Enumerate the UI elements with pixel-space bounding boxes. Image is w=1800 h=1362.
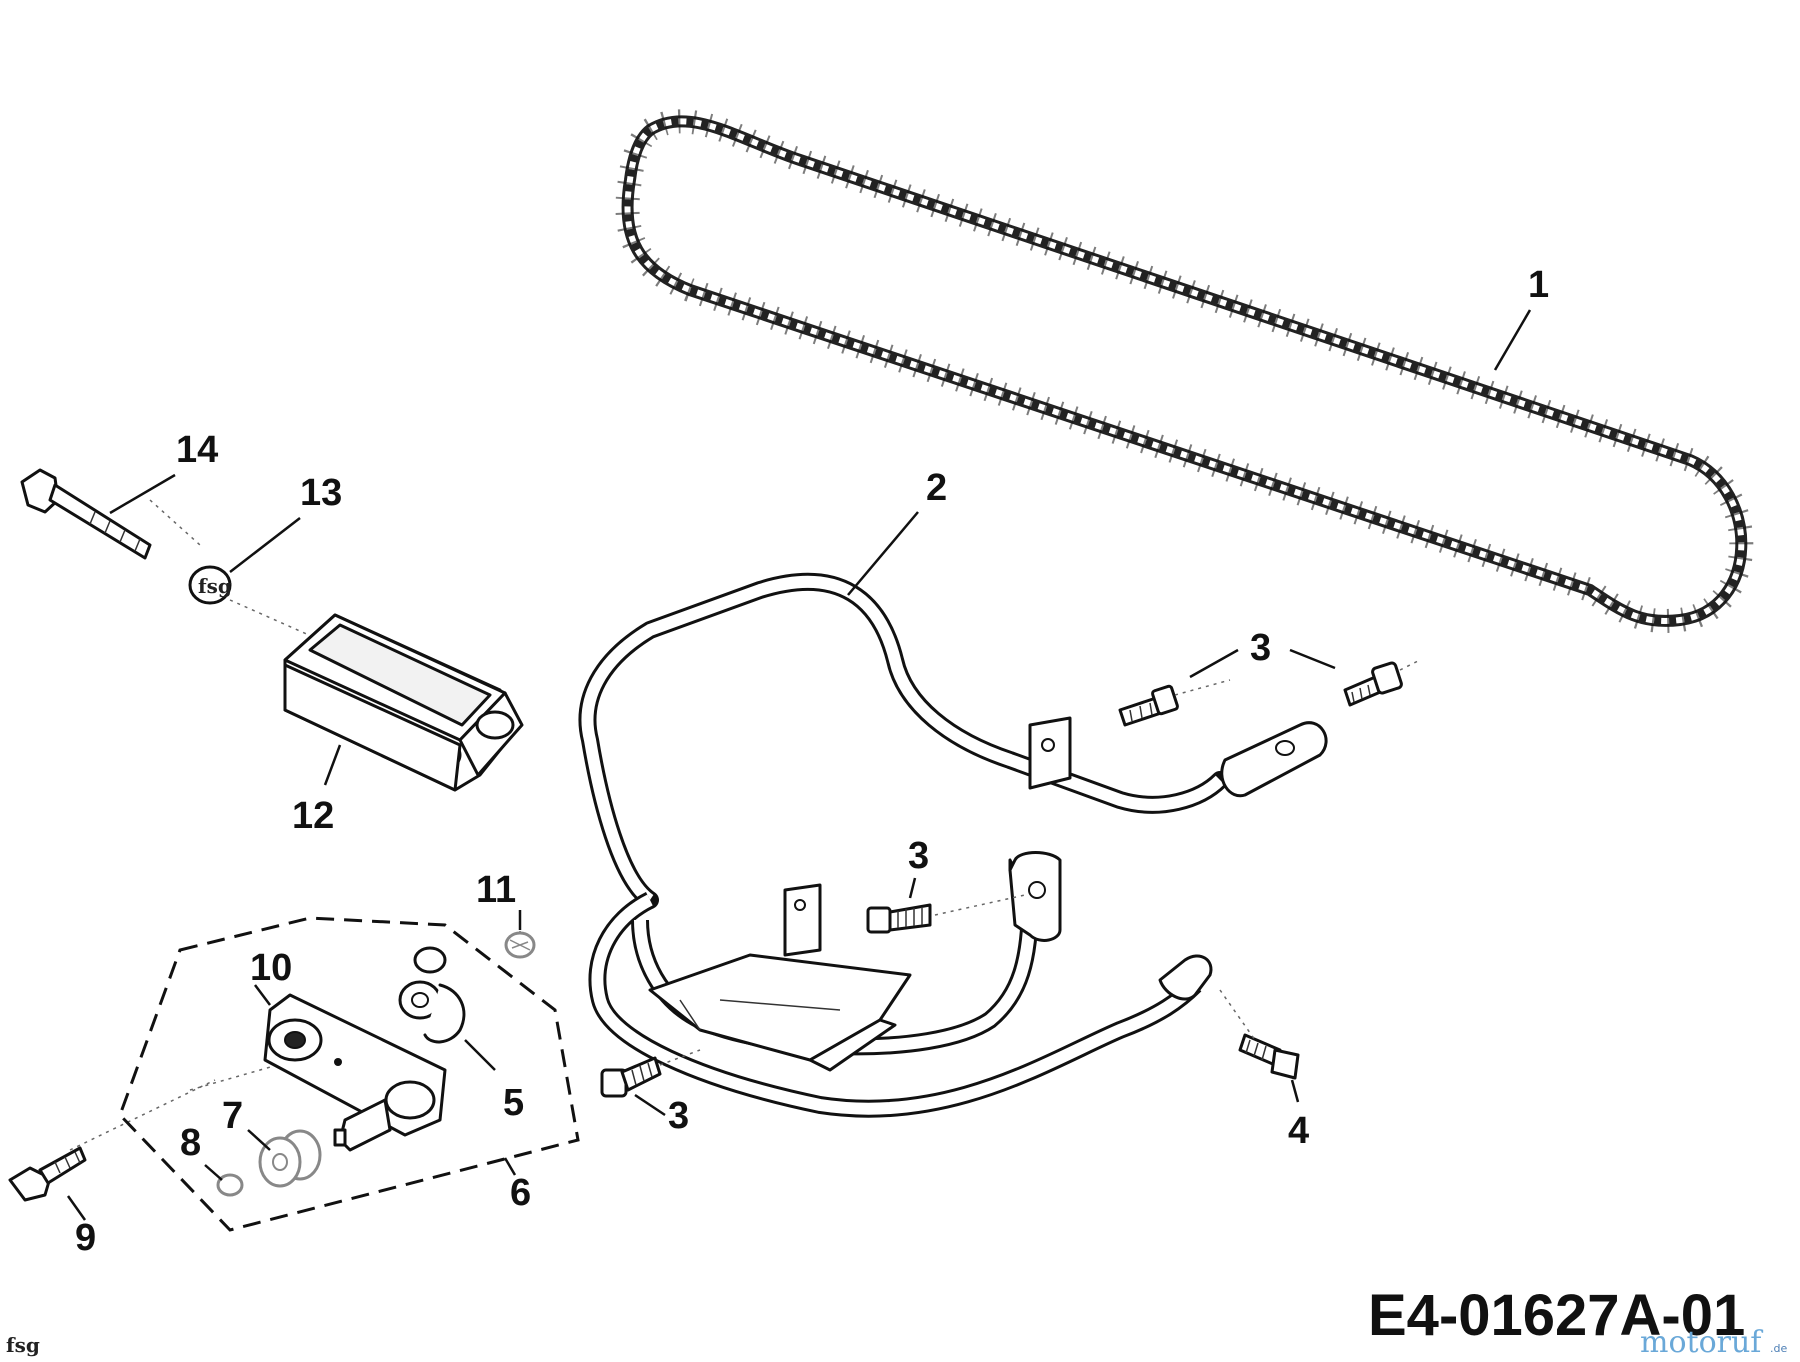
washer-13: fsg [188,565,232,605]
callout-4: 4 [1288,1110,1309,1152]
watermark: motoruf .de [1640,1325,1787,1360]
roller-7 [258,1129,322,1188]
callout-7: 7 [222,1095,243,1137]
nut-11 [504,931,536,959]
bolt-14 [20,468,152,560]
drawing-number: E4-01627A-01 [1368,1283,1745,1348]
callout-8: 8 [180,1122,201,1164]
callout-6: 6 [510,1172,531,1214]
bolt-3-lower [600,1056,662,1098]
callout-labels: 1 2 3 3 3 4 5 6 7 8 9 10 11 12 13 14 [75,264,1549,1259]
callout-2: 2 [926,467,947,509]
bolt-3-upper-right [1343,661,1403,707]
callout-10: 10 [250,947,292,989]
washer-mark: fsg [198,574,232,598]
callout-13: 13 [300,472,342,514]
callout-9: 9 [75,1217,96,1259]
callout-3-middle: 3 [908,835,929,877]
chain [615,109,1754,633]
bolt-3-upper-left [1118,684,1179,727]
tensioner-arm-10 [263,993,447,1152]
callout-3-upper: 3 [1250,627,1271,669]
callout-3-lower: 3 [668,1095,689,1137]
screw-9 [8,1146,87,1202]
callout-12: 12 [292,795,334,837]
bolt-3-middle [866,903,932,934]
callout-14: 14 [176,429,218,471]
callout-5: 5 [503,1082,524,1124]
bolt-4 [1238,1033,1300,1080]
callout-11: 11 [476,869,516,911]
corner-mark: fsg [6,1333,40,1357]
callout-1: 1 [1528,264,1549,306]
nut-8 [216,1173,244,1197]
assembly-group-6 [118,916,580,1232]
clip-5 [398,946,466,1044]
leader-lines [66,309,1532,1221]
watermark-text: motoruf [1640,1325,1763,1360]
bracket-12 [283,613,524,792]
watermark-tld: .de [1770,1342,1787,1355]
frame [578,572,1328,1118]
